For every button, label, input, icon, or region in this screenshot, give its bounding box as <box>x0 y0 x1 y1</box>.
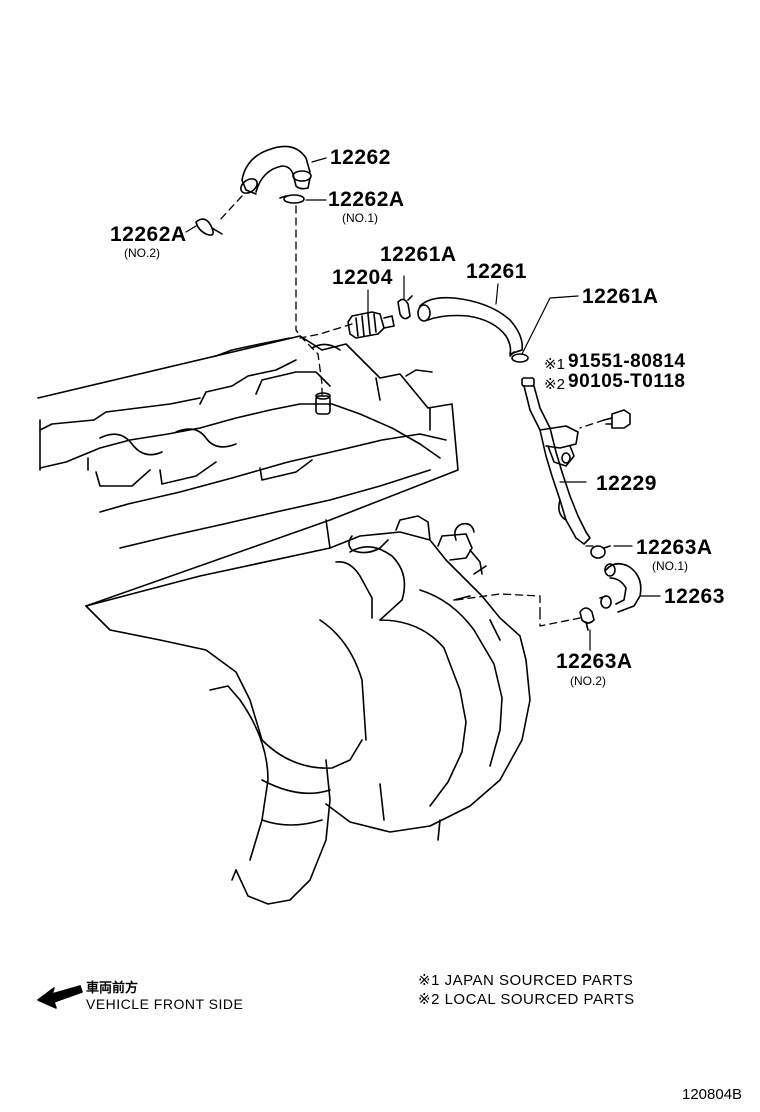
note-local-sourced: ※2 LOCAL SOURCED PARTS <box>418 991 635 1008</box>
pcv-valve-12204 <box>347 311 395 339</box>
mark-90105: ※2 <box>544 376 565 393</box>
leader-lines <box>185 157 661 651</box>
label-90105-T0118: 90105-T0118 <box>568 371 686 392</box>
label-12263A-no2: 12263A <box>556 650 633 673</box>
cylinder-head <box>37 335 459 607</box>
clip-12261A-right <box>509 351 529 363</box>
label-12261: 12261 <box>466 260 527 283</box>
hose-12261 <box>417 296 524 355</box>
front-side-japanese: 車両前方 <box>86 981 139 996</box>
figure-code: 120804B <box>682 1086 743 1103</box>
note-japan-sourced: ※1 JAPAN SOURCED PARTS <box>418 972 634 989</box>
label-91551-80814: 91551-80814 <box>568 351 686 372</box>
label-12262A-no2: 12262A <box>110 223 187 246</box>
label-12262A-no1-sub: (NO.1) <box>342 211 378 225</box>
clip-12261A-left <box>397 295 413 320</box>
label-12229: 12229 <box>596 472 657 495</box>
label-12262A-no2-sub: (NO.2) <box>124 246 160 260</box>
label-12263A-no1-sub: (NO.1) <box>652 559 688 573</box>
label-12263A-no2-sub: (NO.2) <box>570 674 606 688</box>
front-side-english: VEHICLE FRONT SIDE <box>86 996 244 1012</box>
pipe-12229 <box>521 377 591 545</box>
label-12262: 12262 <box>330 146 391 169</box>
clip-12263A-no1 <box>590 545 611 559</box>
label-12261A-left: 12261A <box>380 243 457 266</box>
label-12204: 12204 <box>332 266 393 289</box>
label-12263: 12263 <box>664 585 725 608</box>
label-12262A-no1: 12262A <box>328 188 405 211</box>
arrow-left-icon <box>37 985 83 1009</box>
hose-12262 <box>240 145 312 195</box>
label-12261A-right: 12261A <box>582 285 659 308</box>
guide-lines <box>217 195 605 627</box>
label-12263A-no1: 12263A <box>636 536 713 559</box>
clip-12262A-no2 <box>195 218 223 236</box>
clip-12262A-no1 <box>279 194 305 204</box>
mark-91551: ※1 <box>544 356 565 373</box>
bolt-90105 <box>603 409 631 429</box>
clip-12263A-no2 <box>579 607 595 631</box>
pcv-port <box>315 392 331 415</box>
hose-12263 <box>599 562 642 613</box>
intake-manifold <box>85 515 531 905</box>
